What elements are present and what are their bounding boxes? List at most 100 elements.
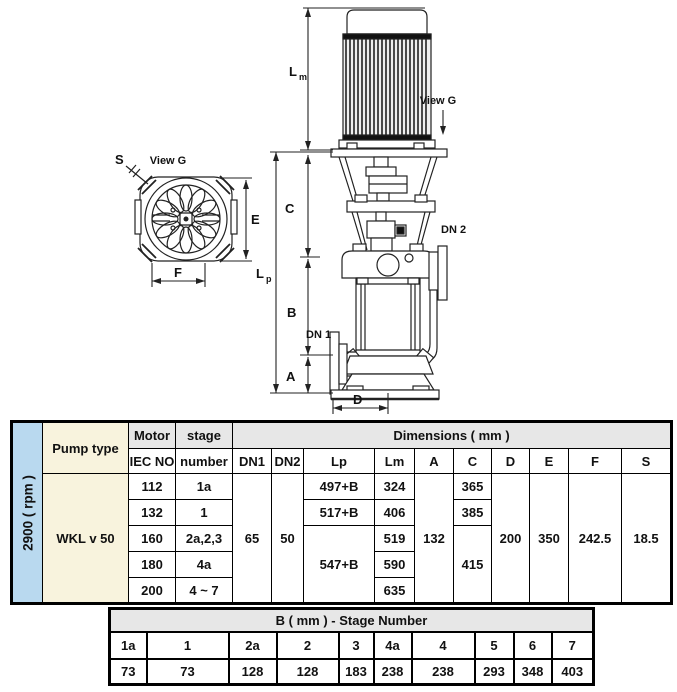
mid-flange-bolt-left (354, 194, 368, 203)
label-dn2: DN 2 (441, 224, 466, 236)
b-value-cell: 73 (108, 657, 148, 686)
b-value-cell: 128 (227, 657, 278, 686)
shaft-collar (365, 166, 397, 177)
b-value-cell: 403 (550, 657, 595, 686)
label-view-g-side: View G (420, 95, 456, 107)
rpm-cell: 2900 ( rpm ) (11, 421, 43, 604)
f-value: 242.5 (568, 473, 622, 604)
stage-id-cell: 4a (372, 630, 413, 660)
seal-mark (396, 226, 405, 235)
dim-header-c: C (453, 448, 492, 474)
dim-header-lp: Lp (303, 448, 375, 474)
stage-cell: 4 ~ 7 (175, 577, 233, 604)
fan-hub-center (183, 216, 189, 222)
motor-header: Motor (128, 421, 176, 449)
b-table-title-row: B ( mm ) - Stage Number (108, 607, 595, 633)
lm-cell: 519 (374, 525, 415, 552)
arrowheads (152, 8, 446, 411)
c-cell: 415 (453, 525, 492, 604)
pump-type-value: WKL v 50 (42, 473, 129, 604)
ext-e (222, 177, 252, 262)
pump-type-header: Pump type (42, 421, 129, 474)
label-b: B (287, 305, 296, 320)
hub-screw-2 (196, 207, 202, 213)
b-value-cell: 183 (337, 657, 375, 686)
shaft-lower (376, 192, 390, 202)
label-f: F (174, 265, 182, 280)
mid-flange (346, 200, 436, 213)
motor-fin-top-band (342, 33, 432, 40)
data-row-112: WKL v 50 112 1a 65 50 497+B 324 132 365 … (12, 473, 673, 604)
header-row-1: 2900 ( rpm ) Pump type Motor stage Dimen… (11, 421, 673, 604)
b-value-cell: 348 (512, 657, 553, 686)
lp-cell: 497+B (303, 473, 375, 500)
b-table-value-row: 73 73 128 128 183 238 238 293 348 403 (108, 657, 595, 686)
lp-cell: 517+B (303, 499, 375, 526)
rpm-label: 2900 ( rpm ) (20, 474, 35, 551)
stage-cell: 4a (175, 551, 233, 578)
dim-header-dn1: DN1 (232, 448, 272, 474)
data-row-160: 160 2a,2,3 547+B 519 415 (12, 525, 672, 604)
ext-d (332, 393, 389, 414)
tie-rod-nut-tl (356, 277, 369, 285)
pump-head (341, 243, 448, 363)
motor-top-cap (346, 9, 428, 35)
stage-id-cell: 3 (337, 630, 375, 660)
hub-screw-4 (196, 225, 202, 231)
iec-cell: 160 (128, 525, 176, 552)
dim-header-dn2: DN2 (271, 448, 304, 474)
pump-technical-drawing: L m L p C B A D E F S View G View G DN 2… (115, 7, 466, 414)
dn2-value: 50 (271, 473, 304, 604)
lm-cell: 324 (374, 473, 415, 500)
lm-cell: 635 (374, 577, 415, 604)
motor-bolt-left (346, 142, 358, 150)
seal-base (370, 237, 393, 252)
b-value-cell: 73 (145, 657, 230, 686)
s-leader-line (125, 164, 149, 185)
label-lp-sub: p (266, 274, 272, 284)
stage-id-cell: 4 (410, 630, 476, 660)
motor-flange (338, 139, 436, 149)
b-value-cell: 238 (410, 657, 476, 686)
iec-cell: 200 (128, 577, 176, 604)
dim-header-a: A (414, 448, 454, 474)
b-table-title: B ( mm ) - Stage Number (108, 607, 595, 633)
stage-cell: 1 (175, 499, 233, 526)
label-c: C (285, 201, 295, 216)
seal-housing (366, 220, 396, 239)
dim-header-lm: Lm (374, 448, 415, 474)
hub-screw-1 (170, 207, 176, 213)
data-row-180: 180 4a 590 (12, 551, 672, 578)
iec-cell: 112 (128, 473, 176, 500)
mid-flange-bolt-right (414, 194, 428, 203)
motor-stool-plate (330, 148, 448, 158)
stage-id-cell: 5 (473, 630, 515, 660)
number-header: number (175, 448, 233, 474)
dn1-flange (329, 331, 340, 395)
tie-rods (360, 284, 416, 350)
suction-casing (342, 355, 434, 375)
stage-id-cell: 7 (550, 630, 595, 660)
d-value: 200 (491, 473, 530, 604)
b-value-cell: 128 (275, 657, 340, 686)
dim-header-d: D (491, 448, 530, 474)
header-row-2: IEC NO number DN1 DN2 Lp Lm A C D E F S (12, 448, 673, 474)
head-vent (404, 253, 414, 263)
motor-fin-bottom-band (342, 134, 432, 141)
shaft-upper (373, 156, 389, 168)
stage-cell: 1a (175, 473, 233, 500)
motor-front-view (330, 9, 448, 158)
dn2-hub (428, 251, 439, 291)
stage-header: stage (175, 421, 233, 449)
label-d: D (353, 392, 362, 407)
dn1-value: 65 (232, 473, 272, 604)
dimensions-header: Dimensions ( mm ) (231, 421, 673, 449)
dim-header-s: S (620, 448, 673, 474)
head-dome (376, 253, 400, 277)
foot-plate (330, 389, 440, 400)
lower-lantern-legs (351, 211, 431, 253)
c-cell: 385 (453, 499, 492, 526)
b-value-cell: 238 (372, 657, 413, 686)
side-tab-right (230, 199, 238, 235)
